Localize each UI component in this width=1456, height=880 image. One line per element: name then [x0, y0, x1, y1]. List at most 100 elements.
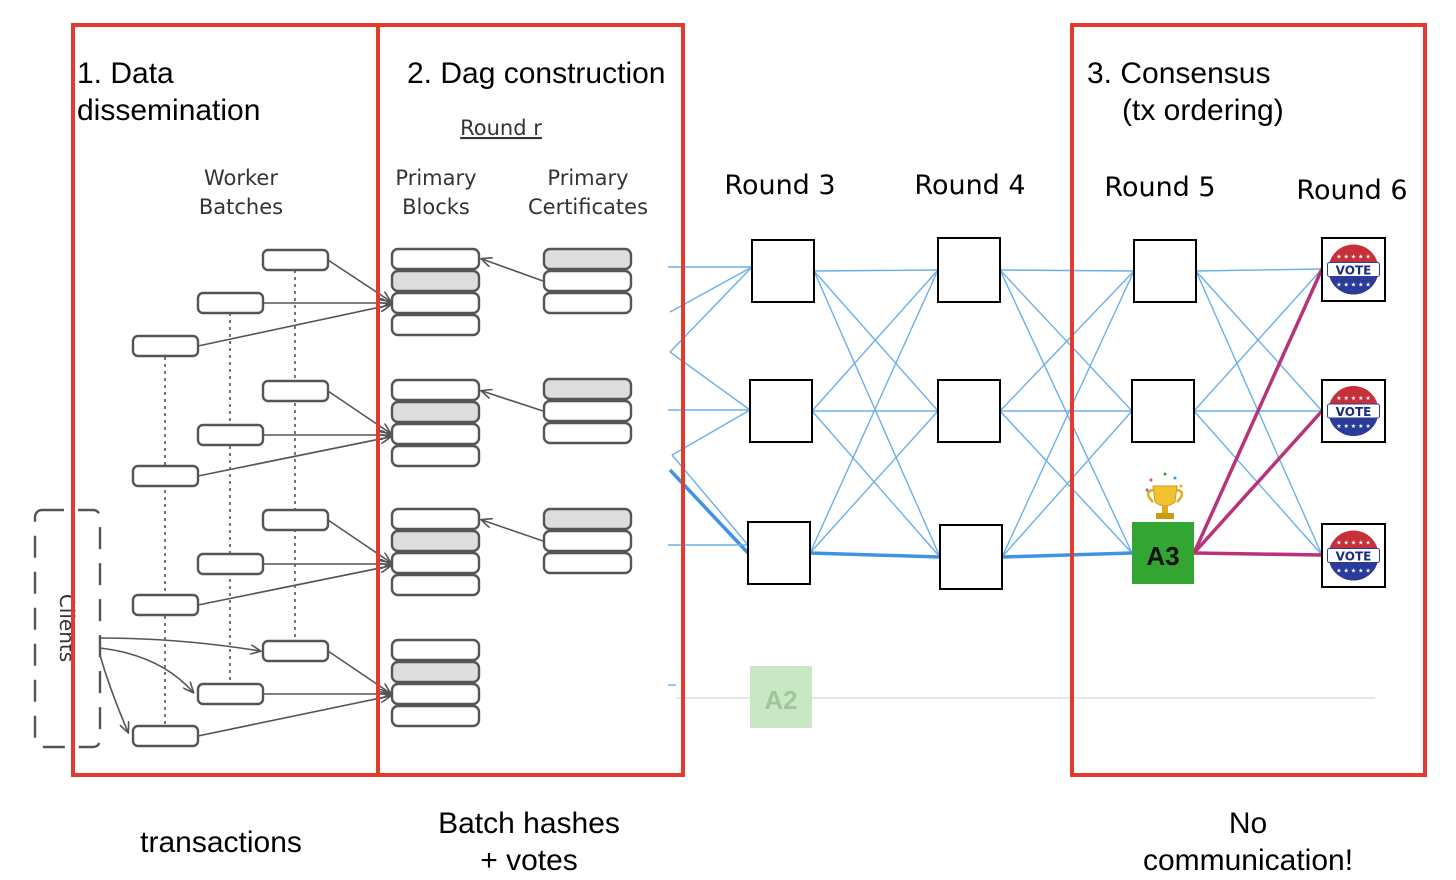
- dag-vertex-r3-3: [747, 521, 811, 585]
- anchor-a3-label: A3: [1146, 541, 1179, 571]
- primary-certificate-row: [542, 399, 633, 423]
- client-arrows: [99, 637, 260, 732]
- dag-edge: [1195, 268, 1323, 272]
- dag-edge: [809, 269, 939, 554]
- dag-edge: [999, 269, 1135, 272]
- primary-block-row: [390, 573, 481, 597]
- footer-no-1: No: [1229, 807, 1267, 840]
- footer-no-2: communication!: [1143, 844, 1353, 877]
- worker-batch: [196, 423, 265, 447]
- primary-blocks-label-2: Blocks: [402, 195, 470, 219]
- primary-certificate-row: [542, 269, 633, 293]
- vote-label: VOTE: [1336, 264, 1372, 278]
- dag-vertex-r5-1: [1133, 239, 1197, 303]
- primary-block-stacks: [390, 247, 481, 728]
- svg-text:★ ★ ★ ★ ★: ★ ★ ★ ★ ★: [1336, 254, 1371, 261]
- dissemination-title-1: 1. Data: [77, 57, 174, 90]
- vote-vertex-1: VOTE ★ ★ ★ ★ ★ ★ ★ ★ ★ ★: [1321, 237, 1386, 302]
- dag-edge: [811, 269, 939, 412]
- dag-edge: [999, 269, 1133, 412]
- worker-batches-label-2: Batches: [199, 195, 283, 219]
- primary-block-row: [390, 660, 481, 684]
- primary-certificate-row: [542, 529, 633, 553]
- round-3-column: [747, 239, 815, 585]
- primary-block-row: [390, 529, 481, 553]
- worker-batch: [196, 552, 265, 576]
- primary-block-row: [390, 507, 481, 531]
- worker-batch-boxes: [131, 248, 330, 748]
- primary-certs-label-2: Certificates: [528, 195, 648, 219]
- svg-text:★ ★ ★ ★ ★: ★ ★ ★ ★ ★: [1336, 423, 1371, 430]
- anchor-a3: A3: [1132, 522, 1194, 584]
- primary-certs-label-1: Primary: [547, 166, 628, 190]
- worker-batch: [131, 724, 200, 748]
- round-6-label: Round 6: [1296, 175, 1407, 206]
- worker-dotted-lines: [164, 270, 296, 727]
- consensus-title-2: (tx ordering): [1122, 94, 1284, 127]
- primary-certificate-stacks: [542, 247, 633, 575]
- vote-badge-icon: VOTE ★ ★ ★ ★ ★ ★ ★ ★ ★ ★: [1327, 386, 1380, 436]
- primary-certificate-row: [542, 291, 633, 315]
- trophy-icon: [1145, 472, 1184, 519]
- worker-to-block-arrows: [197, 259, 390, 737]
- worker-batch: [261, 508, 330, 532]
- dag-vertex-r3-1: [751, 239, 815, 303]
- worker-batch: [131, 464, 200, 488]
- clients-label: Clients: [55, 594, 79, 662]
- round-3-label: Round 3: [724, 170, 835, 201]
- primary-certificate-row: [542, 507, 633, 531]
- svg-text:★ ★ ★ ★ ★: ★ ★ ★ ★ ★: [1336, 282, 1371, 289]
- round-r-label: Round r: [460, 116, 542, 140]
- section-titles: 1. Data dissemination 2. Dag constructio…: [77, 57, 1284, 127]
- dag-edge: [809, 410, 939, 554]
- vote-badge-icon: VOTE ★ ★ ★ ★ ★ ★ ★ ★ ★ ★: [1327, 530, 1380, 581]
- frame-dissemination: [71, 23, 380, 777]
- primary-block-row: [390, 551, 481, 575]
- primary-block-row: [390, 704, 481, 728]
- worker-batch: [196, 291, 265, 315]
- anchor-a2-label: A2: [764, 685, 797, 715]
- primary-block-row: [390, 400, 481, 424]
- frame-dag-construction: [376, 23, 685, 777]
- section-frames: [71, 23, 1427, 777]
- dag-vertex-r4-2: [937, 379, 1001, 443]
- primary-blocks-label-1: Primary: [395, 166, 476, 190]
- dag-incoming-stubs: [668, 266, 753, 686]
- dag-edge: [1193, 268, 1323, 412]
- primary-block-row: [390, 682, 481, 706]
- worker-batch: [261, 248, 330, 272]
- worker-batch: [131, 334, 200, 358]
- dag-vertex-r4-1: [937, 237, 1001, 303]
- round-5-label: Round 5: [1104, 172, 1215, 203]
- round-headers: Round 3 Round 4 Round 5 Round 6: [724, 170, 1407, 206]
- vote-vertex-3: VOTE ★ ★ ★ ★ ★ ★ ★ ★ ★ ★: [1321, 523, 1386, 588]
- dag-vertex-r4-3: [939, 524, 1003, 590]
- round-4-column: [937, 237, 1003, 590]
- dag-edge: [1001, 270, 1135, 558]
- primary-block-row: [390, 269, 481, 293]
- svg-text:★ ★ ★ ★ ★: ★ ★ ★ ★ ★: [1336, 540, 1371, 547]
- primary-certificate-row: [542, 421, 633, 445]
- dag-edge: [813, 270, 941, 558]
- round-6-column: VOTE ★ ★ ★ ★ ★ ★ ★ ★ ★ ★ VOTE ★ ★ ★ ★ ★ …: [1321, 237, 1386, 588]
- vote-edge: [1192, 409, 1324, 555]
- dag-edges: [668, 268, 1323, 559]
- round-4-label: Round 4: [914, 170, 1025, 201]
- dag-vertex-r3-2: [749, 379, 813, 443]
- dag-edge: [1001, 410, 1133, 558]
- primary-block-row: [390, 378, 481, 402]
- vote-label: VOTE: [1336, 405, 1372, 419]
- footer-batch-1: Batch hashes: [438, 807, 620, 840]
- clients-box: [33, 508, 102, 749]
- worker-batch: [131, 593, 200, 617]
- vote-edges: [1192, 268, 1324, 557]
- dag-edge: [1001, 551, 1133, 559]
- dag-edge: [813, 270, 939, 412]
- anchor-a2: A2: [750, 666, 812, 728]
- primary-certificate-row: [542, 377, 633, 401]
- column-labels: Worker Batches Primary Blocks Primary Ce…: [199, 166, 648, 219]
- svg-text:★ ★ ★ ★ ★: ★ ★ ★ ★ ★: [1336, 568, 1371, 575]
- consensus-title-1: 3. Consensus: [1087, 57, 1270, 90]
- dag-edge: [813, 269, 939, 272]
